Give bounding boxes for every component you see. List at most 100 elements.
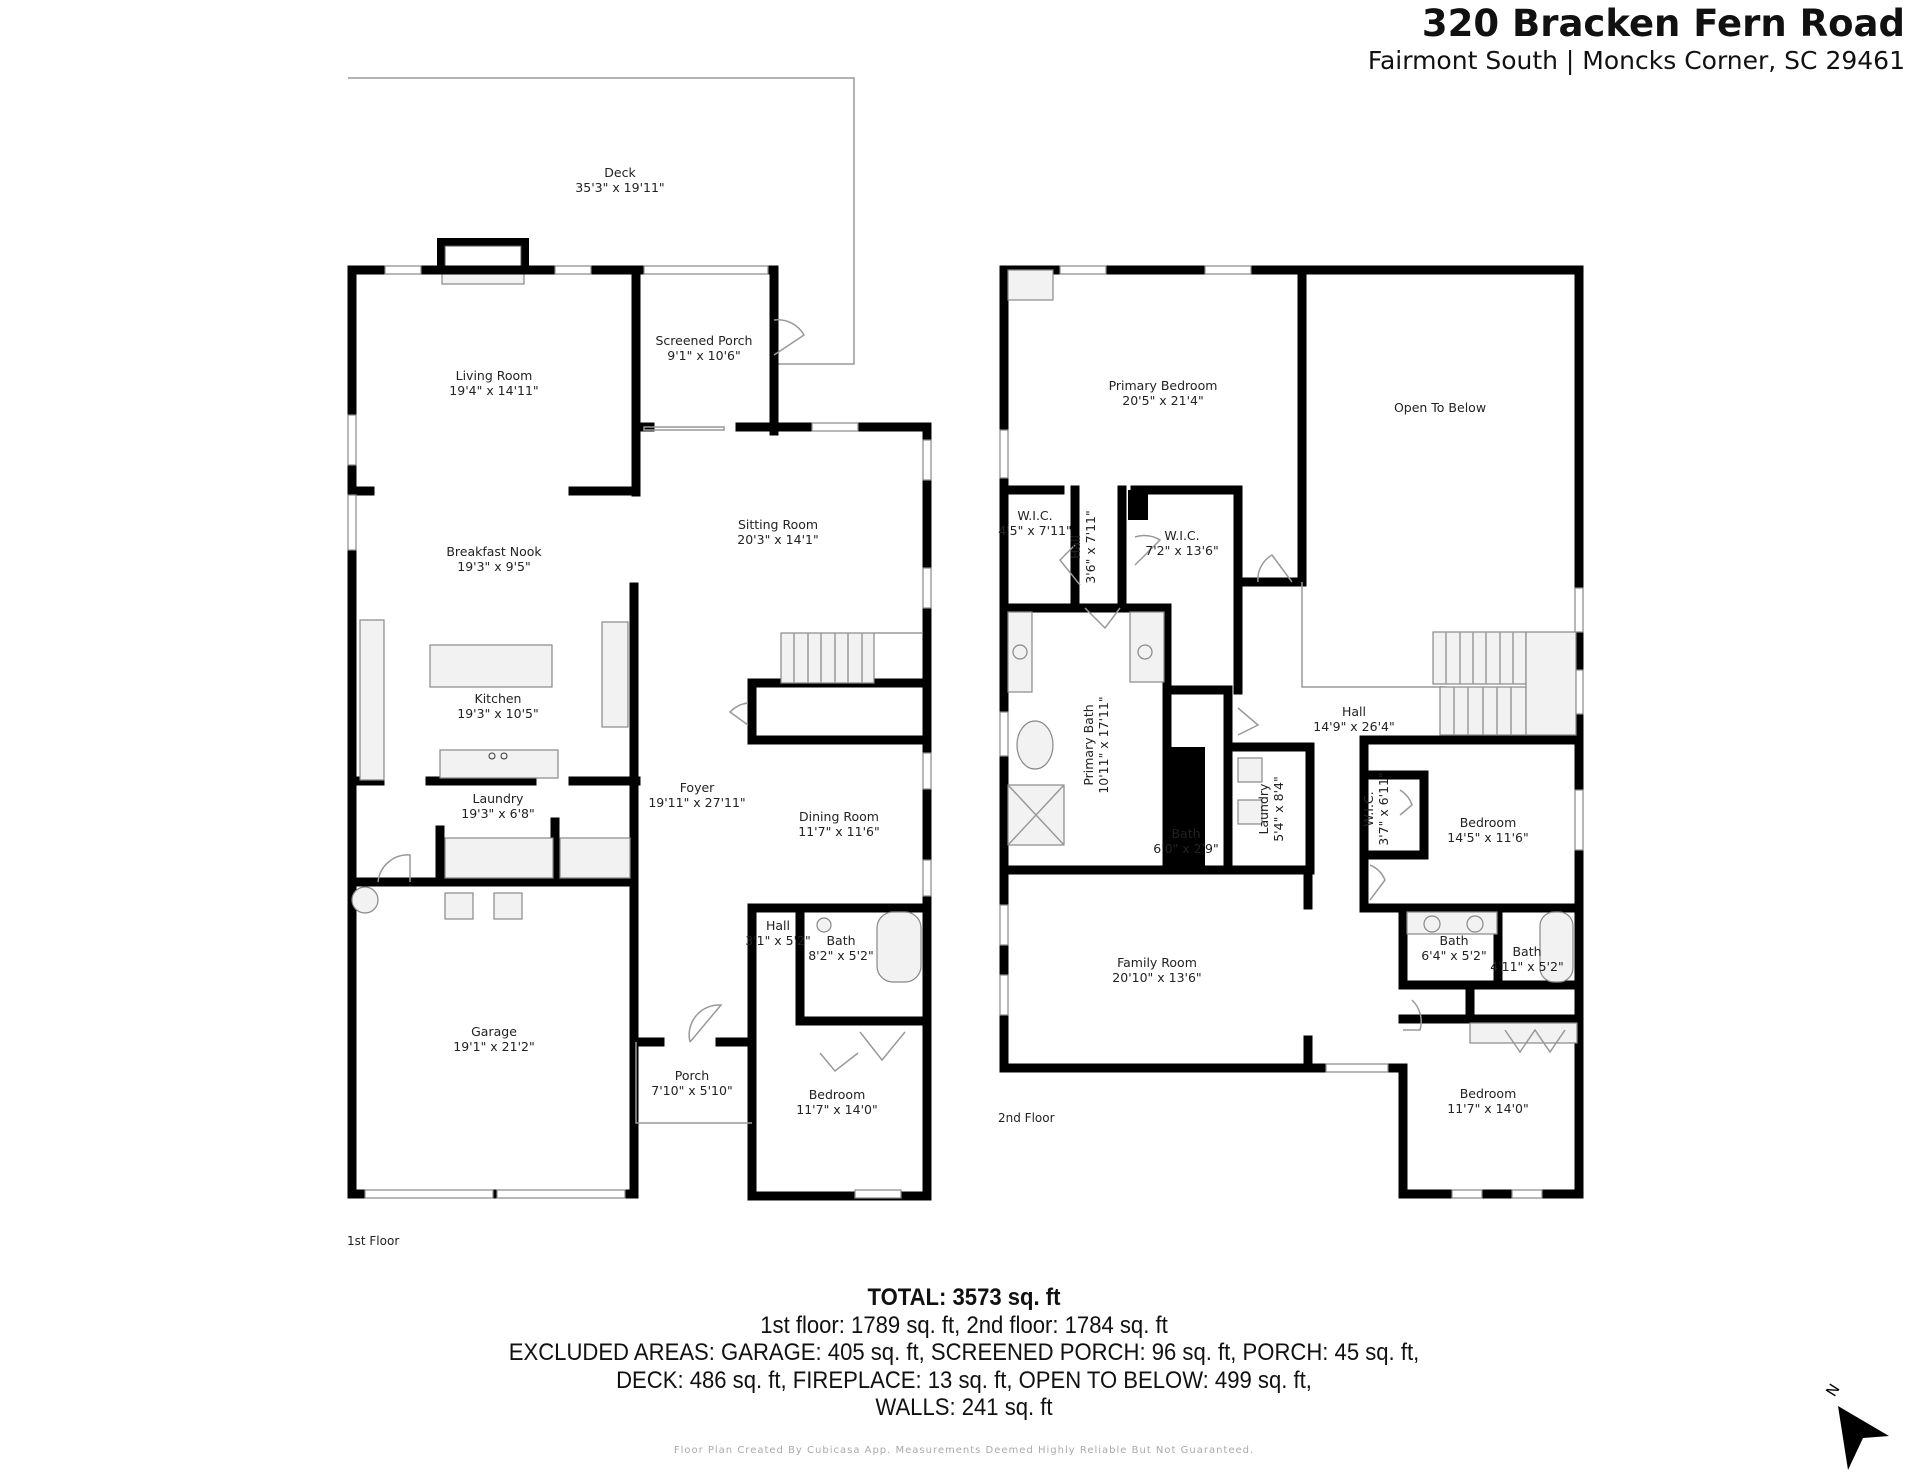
bathtub-icon xyxy=(876,911,922,983)
property-address: 320 Bracken Fern Road xyxy=(1421,2,1905,45)
windows-1st xyxy=(347,265,932,1199)
room-dimensions: 5'4" x 8'4" xyxy=(1271,776,1286,842)
room-dimensions: 6'4" x 5'2" xyxy=(1421,948,1487,963)
room-dimensions: 3'6" x 7'11" xyxy=(1083,510,1098,583)
disclaimer: Floor Plan Created By Cubicasa App. Meas… xyxy=(673,1445,1255,1456)
room-dimensions: 19'3" x 9'5" xyxy=(457,559,530,574)
room-dimensions: 4'11" x 5'2" xyxy=(1490,959,1563,974)
room-name: Open To Below xyxy=(1394,400,1486,415)
room-name: W.I.C. xyxy=(1017,508,1052,523)
room-name: Foyer xyxy=(680,780,715,795)
area-summary: TOTAL: 3573 sq. ft 1st floor: 1789 sq. f… xyxy=(0,1284,1920,1422)
room-dimensions: 6'0" x 2'9" xyxy=(1153,841,1219,856)
room-dimensions: 14'5" x 11'6" xyxy=(1447,830,1528,845)
room-dimensions: 20'10" x 13'6" xyxy=(1112,970,1201,985)
room-name: Primary Bath xyxy=(1081,704,1096,785)
room-dimensions: 11'7" x 14'0" xyxy=(796,1102,877,1117)
room-dimensions: 9'1" x 10'6" xyxy=(667,348,740,363)
room-label: W.I.C.4'5" x 7'11" xyxy=(998,508,1071,538)
room-name: Laundry xyxy=(1256,783,1271,835)
room-name: Bedroom xyxy=(1460,815,1517,830)
room-dimensions: 20'5" x 21'4" xyxy=(1122,393,1203,408)
room-dimensions: 3'7" x 6'11" xyxy=(1376,772,1391,845)
room-name: Bath xyxy=(826,933,855,948)
room-name: W.I.C. xyxy=(1361,791,1376,826)
second-floor-plan: 2nd Floor xyxy=(998,265,1584,1199)
room-name: Living Room xyxy=(456,368,533,383)
room-name: Porch xyxy=(675,1068,709,1083)
doors-1st xyxy=(377,319,906,1073)
room-name: Family Room xyxy=(1117,955,1197,970)
room-name: Kitchen xyxy=(475,691,522,706)
floor-areas: 1st floor: 1789 sq. ft, 2nd floor: 1784 … xyxy=(760,1311,1168,1339)
first-floor-plan: 1st Floor xyxy=(347,77,932,1248)
windows-2nd xyxy=(999,265,1584,1199)
room-name: Bedroom xyxy=(1460,1086,1517,1101)
total-area: TOTAL: 3573 sq. ft xyxy=(867,1284,1061,1311)
room-label: Primary Bath10'11" x 17'11" xyxy=(1081,696,1111,793)
room-name: Sitting Room xyxy=(738,517,818,532)
room-dimensions: 19'11" x 27'11" xyxy=(648,795,745,810)
bath-fixtures-2nd xyxy=(1007,269,1578,1044)
room-name: Deck xyxy=(604,165,636,180)
room-name: Bedroom xyxy=(809,1087,866,1102)
room-label: Open To Below xyxy=(1394,400,1486,415)
room-dimensions: 20'3" x 14'1" xyxy=(737,532,818,547)
bathtub-icon xyxy=(1016,720,1054,770)
room-dimensions: 8'2" x 5'2" xyxy=(808,948,874,963)
stairs-2nd xyxy=(1432,631,1577,736)
room-dimensions: 35'3" x 19'11" xyxy=(575,180,664,195)
room-name: Bath xyxy=(1171,826,1200,841)
room-dimensions: 11'7" x 11'6" xyxy=(798,824,879,839)
room-name: W.I.C. xyxy=(1164,528,1199,543)
room-dimensions: 7'10" x 5'10" xyxy=(651,1083,732,1098)
room-name: Dining Room xyxy=(799,809,879,824)
room-name: Primary Bedroom xyxy=(1109,378,1218,393)
room-dimensions: 19'4" x 14'11" xyxy=(449,383,538,398)
room-dimensions: 11'7" x 14'0" xyxy=(1447,1101,1528,1116)
room-label: W.I.C.3'7" x 6'11" xyxy=(1361,772,1391,845)
room-name: Bath xyxy=(1512,944,1541,959)
excluded-areas-1: EXCLUDED AREAS: GARAGE: 405 sq. ft, SCRE… xyxy=(508,1339,1420,1366)
room-dimensions: 19'3" x 10'5" xyxy=(457,706,538,721)
doors-2nd xyxy=(1058,534,1566,1054)
room-name: Garage xyxy=(471,1024,517,1039)
room-name: Screened Porch xyxy=(656,333,753,348)
room-dimensions: 10'11" x 17'11" xyxy=(1096,696,1111,793)
property-location: Fairmont South | Moncks Corner, SC 29461 xyxy=(1367,46,1905,75)
excluded-areas-2: DECK: 486 sq. ft, FIREPLACE: 13 sq. ft, … xyxy=(616,1366,1312,1394)
room-dimensions: 4'5" x 7'11" xyxy=(998,523,1071,538)
kitchen-fixtures xyxy=(351,619,631,920)
floor-label-2nd: 2nd Floor xyxy=(998,1111,1055,1125)
room-dimensions: 3'1" x 5'2" xyxy=(745,933,811,948)
room-name: Hall xyxy=(1068,535,1083,559)
room-dimensions: 19'1" x 21'2" xyxy=(453,1039,534,1054)
water-heater-icon xyxy=(351,886,379,914)
walls-area: WALLS: 241 sq. ft xyxy=(875,1394,1053,1421)
room-dimensions: 7'2" x 13'6" xyxy=(1145,543,1218,558)
room-label: Laundry5'4" x 8'4" xyxy=(1256,776,1286,842)
room-dimensions: 19'3" x 6'8" xyxy=(461,806,534,821)
